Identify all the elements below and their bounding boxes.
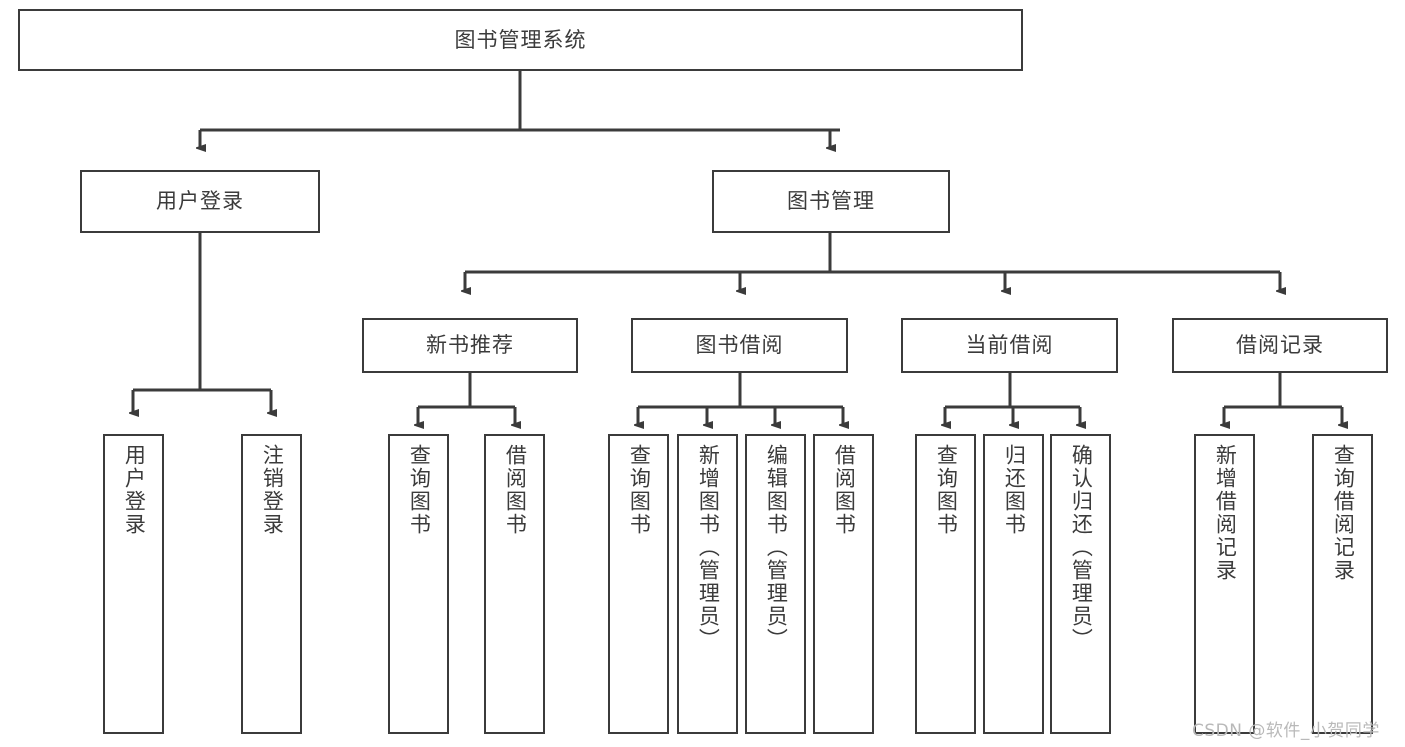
node-new-book-rec[interactable]: 新书推荐 bbox=[362, 318, 578, 373]
node-leaf-borrow-book-1-label: 借阅图书 bbox=[503, 444, 528, 536]
node-book-manage[interactable]: 图书管理 bbox=[712, 170, 950, 233]
node-book-borrow-label: 图书借阅 bbox=[695, 333, 784, 358]
node-leaf-query-record-label: 查询借阅记录 bbox=[1331, 444, 1356, 582]
node-leaf-query-book-2-label: 查询图书 bbox=[627, 444, 652, 536]
watermark-text: CSDN @软件_小贺同学 bbox=[1192, 721, 1380, 741]
node-user-login-label: 用户登录 bbox=[156, 189, 244, 214]
node-user-login[interactable]: 用户登录 bbox=[80, 170, 320, 233]
node-leaf-user-login-label: 用户登录 bbox=[122, 444, 147, 536]
node-current-borrow[interactable]: 当前借阅 bbox=[901, 318, 1118, 373]
node-leaf-edit-book-label: 编辑图书（管理员） bbox=[764, 444, 789, 651]
node-leaf-query-record[interactable]: 查询借阅记录 bbox=[1312, 434, 1373, 734]
node-leaf-return-book[interactable]: 归还图书 bbox=[983, 434, 1044, 734]
node-leaf-borrow-book-1[interactable]: 借阅图书 bbox=[484, 434, 545, 734]
node-leaf-add-record-label: 新增借阅记录 bbox=[1213, 444, 1238, 582]
node-borrow-record-label: 借阅记录 bbox=[1236, 333, 1324, 358]
node-leaf-query-book-1-label: 查询图书 bbox=[407, 444, 432, 536]
node-current-borrow-label: 当前借阅 bbox=[965, 333, 1054, 358]
node-book-manage-label: 图书管理 bbox=[787, 189, 875, 214]
node-leaf-add-book[interactable]: 新增图书（管理员） bbox=[677, 434, 738, 734]
node-leaf-user-login[interactable]: 用户登录 bbox=[103, 434, 164, 734]
node-leaf-confirm-return-label: 确认归还（管理员） bbox=[1069, 444, 1094, 651]
node-leaf-query-book-2[interactable]: 查询图书 bbox=[608, 434, 669, 734]
node-leaf-borrow-book-2[interactable]: 借阅图书 bbox=[813, 434, 874, 734]
node-leaf-add-record[interactable]: 新增借阅记录 bbox=[1194, 434, 1255, 734]
node-root[interactable]: 图书管理系统 bbox=[18, 9, 1023, 71]
node-book-borrow[interactable]: 图书借阅 bbox=[631, 318, 848, 373]
node-leaf-add-book-label: 新增图书（管理员） bbox=[696, 444, 721, 651]
node-borrow-record[interactable]: 借阅记录 bbox=[1172, 318, 1388, 373]
node-root-label: 图书管理系统 bbox=[454, 27, 587, 52]
node-leaf-query-book-3[interactable]: 查询图书 bbox=[915, 434, 976, 734]
node-new-book-rec-label: 新书推荐 bbox=[426, 333, 514, 358]
node-leaf-return-book-label: 归还图书 bbox=[1002, 444, 1027, 536]
node-leaf-query-book-3-label: 查询图书 bbox=[934, 444, 959, 536]
node-leaf-edit-book[interactable]: 编辑图书（管理员） bbox=[745, 434, 806, 734]
node-leaf-confirm-return[interactable]: 确认归还（管理员） bbox=[1050, 434, 1111, 734]
node-leaf-logout-label: 注销登录 bbox=[260, 444, 285, 536]
node-leaf-borrow-book-2-label: 借阅图书 bbox=[832, 444, 857, 536]
node-leaf-logout[interactable]: 注销登录 bbox=[241, 434, 302, 734]
node-leaf-query-book-1[interactable]: 查询图书 bbox=[388, 434, 449, 734]
